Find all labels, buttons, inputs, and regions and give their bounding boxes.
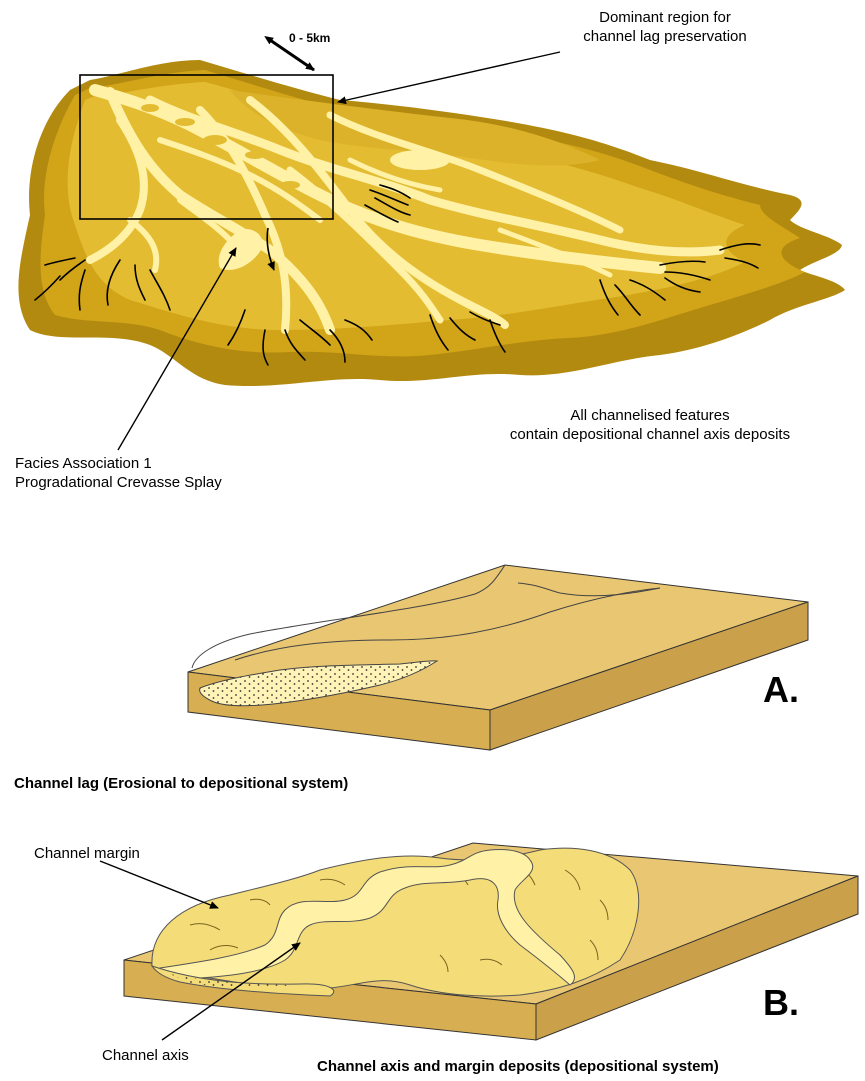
channel-axis-label: Channel axis (102, 1046, 189, 1065)
splay-pond (390, 150, 450, 170)
channel-margin-label: Channel margin (34, 844, 140, 863)
block-diagram-a (188, 565, 808, 750)
channel-features-line1: All channelised features (445, 406, 855, 425)
facies-label-line1: Facies Association 1 (15, 454, 222, 473)
block-a-letter: A. (763, 672, 799, 708)
channel-features-label: All channelised features contain deposit… (445, 406, 855, 444)
box-label-pointer (338, 52, 560, 102)
box-label-line1: Dominant region for (545, 8, 785, 27)
facies-label: Facies Association 1 Progradational Crev… (15, 454, 222, 492)
block-b-caption: Channel axis and margin deposits (deposi… (317, 1057, 719, 1076)
block-b-letter: B. (763, 985, 799, 1021)
block-diagram-b (124, 843, 858, 1040)
crevasse-splay-map (18, 60, 845, 386)
box-label: Dominant region for channel lag preserva… (545, 8, 785, 46)
box-label-line2: channel lag preservation (545, 27, 785, 46)
facies-label-line2: Progradational Crevasse Splay (15, 473, 222, 492)
block-a-caption: Channel lag (Erosional to depositional s… (14, 774, 348, 793)
scale-label: 0 - 5km (289, 31, 330, 45)
channel-features-line2: contain depositional channel axis deposi… (445, 425, 855, 444)
margin-label-pointer (100, 861, 218, 908)
